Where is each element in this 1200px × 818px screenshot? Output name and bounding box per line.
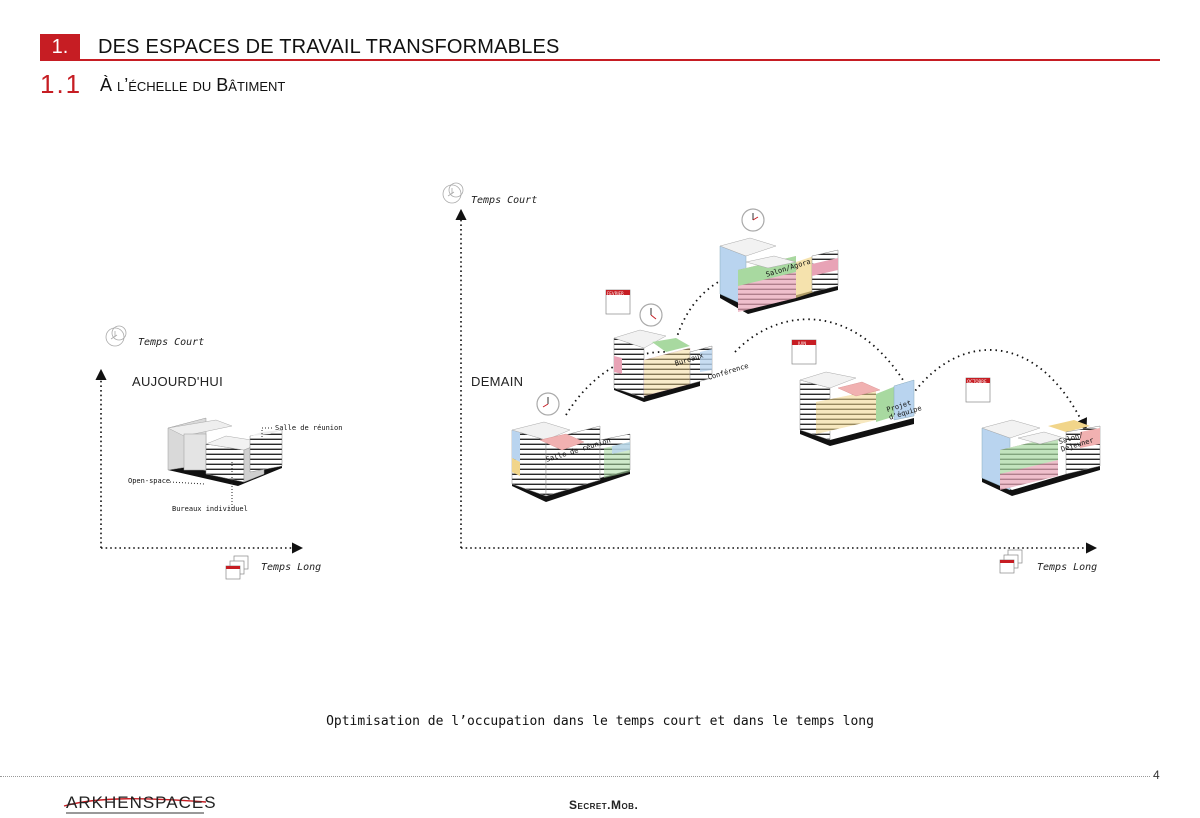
building-team-project <box>799 371 915 446</box>
building-agora <box>719 237 839 314</box>
left-axes <box>95 368 304 554</box>
short-time-icon-right <box>442 182 464 204</box>
clock-icon <box>639 303 663 327</box>
right-axis-y-label: Temps Court <box>471 195 538 206</box>
calendar-icon <box>605 289 631 315</box>
calendar-icon <box>791 339 817 365</box>
footer-project-name: Secret.Mob. <box>569 798 639 812</box>
subsection-title: À l’échelle du Bâtiment <box>100 75 286 95</box>
left-axis-y-label: Temps Court <box>138 337 205 348</box>
calendar-month-jun: JUIN <box>798 341 807 346</box>
clock-icon <box>536 392 560 416</box>
trajectory-arcs <box>565 266 1087 432</box>
room-label-individual-offices: Bureaux individuel <box>172 505 248 513</box>
short-time-icon <box>105 325 127 347</box>
header-rule <box>40 59 1160 61</box>
building-today <box>167 417 283 486</box>
right-axis-x-label: Temps Long <box>1037 562 1098 573</box>
room-label-open-space: Open-space <box>128 477 171 485</box>
company-logo: ARKHENSPACES <box>66 793 217 812</box>
calendar-month-oct: OCTOBRE <box>967 379 987 384</box>
logo-swoosh-icon <box>63 798 207 814</box>
calendar-month-feb: FEVRIER <box>607 291 624 296</box>
section-title: DES ESPACES DE TRAVAIL TRANSFORMABLES <box>98 36 560 58</box>
building-meeting-room <box>511 421 631 502</box>
right-axes <box>455 208 1098 554</box>
room-label-meeting: Salle de réunion <box>275 424 343 432</box>
phase-today-label: AUJOURD'HUI <box>132 374 224 389</box>
subsection-number: 1.1 <box>40 69 83 99</box>
long-time-icon-right <box>999 549 1023 574</box>
leader-lines-today <box>169 427 274 509</box>
calendar-icon <box>965 377 991 403</box>
left-axis-x-label: Temps Long <box>261 562 322 573</box>
section-number: 1. <box>40 34 80 60</box>
page-number: 4 <box>1153 768 1160 782</box>
footer-rule <box>0 776 1150 777</box>
building-lounge-lunch <box>981 419 1101 496</box>
clock-icon <box>741 208 765 232</box>
long-time-icon <box>225 555 249 580</box>
phase-tomorrow-label: DEMAIN <box>471 374 524 389</box>
building-offices <box>613 329 713 402</box>
diagram-caption: Optimisation de l’occupation dans le tem… <box>326 714 874 729</box>
section-header: 1. DES ESPACES DE TRAVAIL TRANSFORMABLES <box>40 34 1160 60</box>
